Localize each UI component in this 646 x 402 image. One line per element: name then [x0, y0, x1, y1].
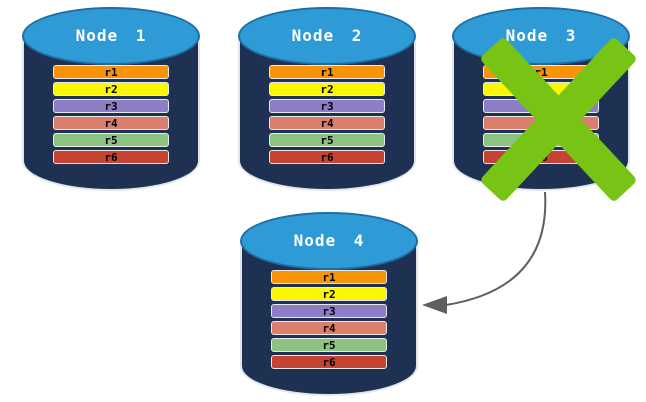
row-r2: r2: [53, 82, 169, 96]
node-1-rows: r1 r2 r3 r4 r5 r6: [53, 65, 169, 167]
row-r6: r6: [271, 355, 387, 369]
row-r2: r2: [271, 287, 387, 301]
node-4-rows: r1 r2 r3 r4 r5 r6: [271, 270, 387, 372]
node-4-cylinder-top: Node 4: [240, 212, 418, 270]
row-r3: r3: [269, 99, 385, 113]
row-r4: r4: [53, 116, 169, 130]
row-r3: r3: [271, 304, 387, 318]
node-2-rows: r1 r2 r3 r4 r5 r6: [269, 65, 385, 167]
node-4-title: Node 4: [293, 231, 365, 250]
row-r2: r2: [269, 82, 385, 96]
row-r3: r3: [53, 99, 169, 113]
failure-x-icon: [479, 36, 638, 203]
node-3-title: Node 3: [505, 26, 577, 45]
row-r6: r6: [53, 150, 169, 164]
row-r5: r5: [271, 338, 387, 352]
node-4-cylinder: Node 4 r1 r2 r3 r4 r5 r6: [240, 212, 418, 396]
node-2-cylinder-top: Node 2: [238, 7, 416, 65]
node-3-cylinder: Node 3 r1 r2 r3 r4 r5 r6: [452, 7, 638, 203]
node-1-title: Node 1: [75, 26, 147, 45]
row-r4: r4: [271, 321, 387, 335]
node-1-cylinder-top: Node 1: [22, 7, 200, 65]
row-r4: r4: [269, 116, 385, 130]
node-2-title: Node 2: [291, 26, 363, 45]
row-r5: r5: [269, 133, 385, 147]
row-r1: r1: [271, 270, 387, 284]
row-r1: r1: [269, 65, 385, 79]
row-r6: r6: [269, 150, 385, 164]
arrowhead-icon: [422, 296, 447, 314]
failover-arrow: [422, 191, 547, 314]
node-2-cylinder: Node 2 r1 r2 r3 r4 r5 r6: [238, 7, 416, 191]
node-1-cylinder: Node 1 r1 r2 r3 r4 r5 r6: [22, 7, 200, 191]
row-r1: r1: [53, 65, 169, 79]
row-r5: r5: [53, 133, 169, 147]
